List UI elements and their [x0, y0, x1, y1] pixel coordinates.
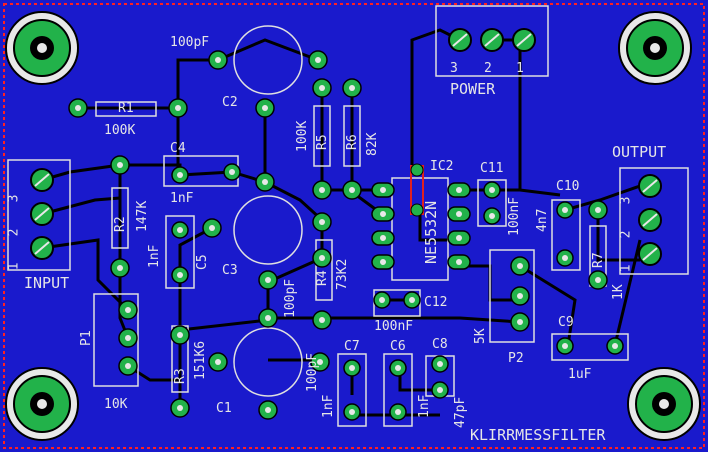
- p1-value: 10K: [104, 397, 128, 412]
- c8-name: C8: [432, 337, 448, 352]
- c7-name: C7: [344, 339, 360, 354]
- ic2-name: IC2: [430, 159, 454, 174]
- p1-name: P1: [79, 330, 94, 346]
- c5-value: 1nF: [147, 244, 162, 268]
- board-title: KLIRRMESSFILTER: [470, 426, 606, 444]
- c12-value: 100nF: [374, 319, 414, 334]
- output-connector-label: OUTPUT: [612, 143, 667, 161]
- r5-name: R5: [315, 134, 330, 150]
- c3-name: C3: [222, 263, 238, 278]
- r6-name: R6: [345, 134, 360, 150]
- jumper-via: [410, 163, 424, 217]
- c4-name: C4: [170, 141, 186, 156]
- r1-value: 100K: [104, 123, 136, 138]
- output-pin-3: 3: [618, 196, 634, 205]
- r7-name: R7: [591, 252, 606, 268]
- power-connector-label: POWER: [450, 80, 496, 98]
- r3-value: 151K6: [193, 340, 208, 380]
- input-pin-1: 1: [6, 262, 22, 271]
- input-pin-3: 3: [6, 194, 22, 203]
- c9-name: C9: [558, 315, 574, 330]
- r2-name: R2: [113, 216, 128, 232]
- c1-name: C1: [216, 401, 232, 416]
- terminal-screws: [30, 28, 662, 266]
- c6-name: C6: [390, 339, 406, 354]
- output-pin-1: 1: [618, 264, 634, 273]
- c2-value: 100pF: [170, 35, 210, 50]
- c6-value: 1nF: [417, 394, 432, 418]
- board-outline: [3, 3, 705, 449]
- c7-value: 1nF: [321, 394, 336, 418]
- power-pin-3: 3: [450, 61, 458, 76]
- r2-value: 147K: [135, 200, 150, 232]
- c3-value: 100pF: [283, 278, 298, 318]
- input-connector-label: INPUT: [24, 274, 70, 292]
- c10-value: 4n7: [535, 208, 550, 232]
- r7-value: 1K: [611, 284, 626, 300]
- ic-pads: [371, 182, 471, 270]
- r1-name: R1: [118, 101, 134, 116]
- c5-name: C5: [195, 254, 210, 270]
- drill-holes: [75, 57, 618, 415]
- power-pin-2: 2: [484, 61, 492, 76]
- c10-name: C10: [556, 179, 580, 194]
- c8-value: 47pF: [453, 396, 468, 428]
- c4-value: 1nF: [170, 191, 194, 206]
- c11-name: C11: [480, 161, 504, 176]
- r5-value: 100K: [295, 120, 310, 152]
- c2-name: C2: [222, 95, 238, 110]
- silkscreen-outlines: [7, 5, 689, 427]
- r4-value: 73K2: [335, 258, 350, 290]
- mounting-holes: [5, 11, 701, 441]
- power-pin-1: 1: [516, 61, 524, 76]
- r3-name: R3: [173, 368, 188, 384]
- input-pin-2: 2: [6, 228, 22, 237]
- output-pin-2: 2: [618, 230, 634, 239]
- r4-name: R4: [315, 270, 330, 286]
- c12-name: C12: [424, 295, 448, 310]
- ic2-value: NE5532N: [422, 200, 440, 264]
- p2-name: P2: [508, 351, 524, 366]
- c11-value: 100nF: [507, 196, 522, 236]
- c9-value: 1uF: [568, 367, 592, 382]
- c1-value: 100pF: [305, 352, 320, 392]
- r6-value: 82K: [365, 132, 380, 156]
- p2-value: 5K: [473, 328, 488, 344]
